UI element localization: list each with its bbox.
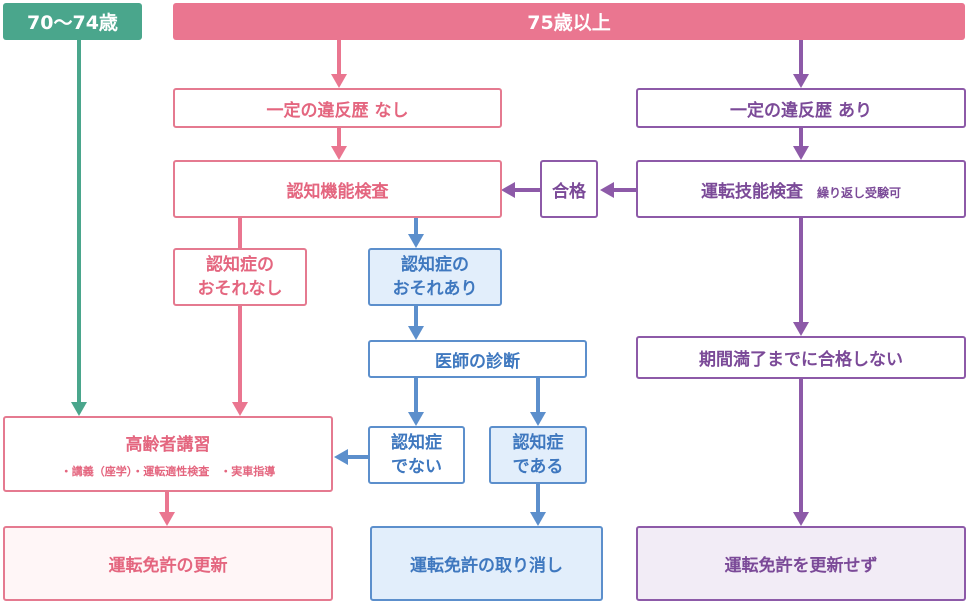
node-not-dementia-line2: でない — [391, 457, 442, 477]
node-no-violation-label: 一定の違反歴 なし — [266, 100, 409, 121]
node-elderly-course-title: 高齢者講習 — [125, 434, 211, 455]
node-no-dementia-risk-line2: おそれなし — [197, 279, 283, 299]
outcome-no-license-renewal: 運転免許を更新せず — [636, 526, 966, 601]
node-driving-skill-test-note: 繰り返し受験可 — [816, 185, 901, 200]
node-no-dementia-risk-line1: 認知症の — [206, 255, 274, 275]
arrowhead — [408, 326, 424, 340]
arrowhead — [331, 74, 347, 88]
node-pass: 合格 — [540, 160, 598, 218]
header-age-75-plus: 75歳以上 — [173, 3, 965, 40]
node-is-dementia-line2: である — [512, 457, 564, 477]
node-dementia-risk: 認知症の おそれあり — [368, 248, 502, 306]
node-fail-within-period: 期間満了までに合格しない — [636, 336, 966, 379]
node-doctor-diagnosis: 医師の診断 — [368, 340, 587, 378]
node-cognitive-test: 認知機能検査 — [173, 160, 502, 218]
node-doctor-diagnosis-label: 医師の診断 — [435, 351, 520, 372]
node-pass-label: 合格 — [552, 181, 586, 202]
node-driving-skill-test: 運転技能検査 繰り返し受験可 — [636, 160, 966, 218]
outcome-license-revocation: 運転免許の取り消し — [370, 526, 603, 601]
node-dementia-risk-line1: 認知症の — [401, 255, 469, 275]
arrowhead — [793, 322, 809, 336]
node-no-violation: 一定の違反歴 なし — [173, 88, 502, 128]
arrowhead — [408, 412, 424, 426]
header-age-70-74-label: 70〜74歳 — [27, 12, 118, 34]
outcome-no-license-renewal-label: 運転免許を更新せず — [724, 556, 878, 576]
node-dementia-risk-line2: おそれあり — [392, 279, 478, 299]
arrowhead — [232, 402, 248, 416]
arrowhead — [331, 146, 347, 160]
arrowhead — [530, 412, 546, 426]
arrowhead — [530, 512, 546, 526]
outcome-license-revocation-label: 運転免許の取り消し — [410, 556, 563, 576]
node-not-dementia: 認知症 でない — [368, 426, 465, 484]
arrowhead — [159, 512, 175, 526]
node-has-violation-label: 一定の違反歴 あり — [730, 100, 872, 121]
arrowhead — [71, 402, 87, 416]
node-is-dementia: 認知症 である — [489, 426, 587, 484]
outcome-license-renewal: 運転免許の更新 — [3, 526, 333, 601]
arrowhead — [501, 182, 515, 198]
arrowhead — [408, 234, 424, 248]
node-has-violation: 一定の違反歴 あり — [636, 88, 966, 128]
node-no-dementia-risk: 認知症の おそれなし — [173, 248, 307, 306]
node-fail-within-period-label: 期間満了までに合格しない — [699, 350, 903, 370]
outcome-license-renewal-label: 運転免許の更新 — [108, 556, 228, 576]
arrowhead — [793, 146, 809, 160]
arrowhead — [334, 449, 348, 465]
arrowhead — [793, 512, 809, 526]
node-cognitive-test-label: 認知機能検査 — [286, 181, 389, 202]
node-elderly-course-items: ・講義（座学）・運転適性検査 ・実車指導 — [60, 464, 276, 478]
header-age-75-plus-label: 75歳以上 — [527, 12, 611, 34]
arrowhead — [793, 74, 809, 88]
arrowhead — [600, 182, 614, 198]
node-driving-skill-test-label: 運転技能検査 — [700, 181, 803, 202]
header-age-70-74: 70〜74歳 — [3, 3, 142, 40]
node-elderly-course: 高齢者講習 ・講義（座学）・運転適性検査 ・実車指導 — [3, 416, 333, 492]
node-is-dementia-line1: 認知症 — [512, 433, 564, 453]
node-not-dementia-line1: 認知症 — [391, 433, 442, 453]
